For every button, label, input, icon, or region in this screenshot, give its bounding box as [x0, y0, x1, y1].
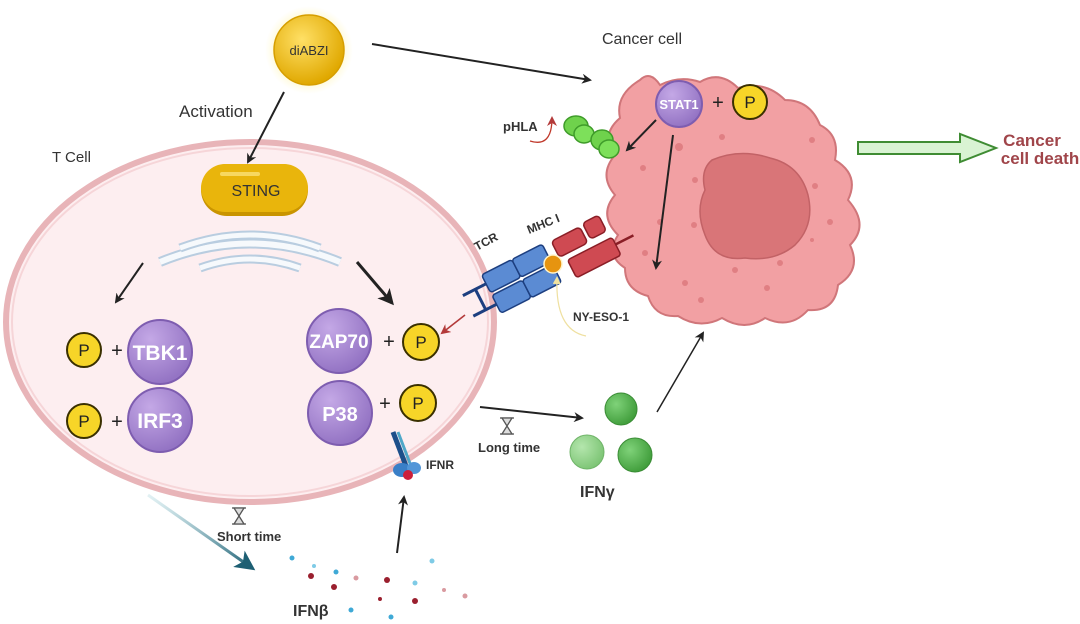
- phosphate-icon: [732, 84, 768, 120]
- tcr-to-zap70-arrow: [440, 314, 466, 335]
- mhc-i-molecule: [551, 215, 635, 278]
- ny-eso-1-pointer: [552, 276, 587, 337]
- ifnr-label: IFNR: [426, 458, 454, 472]
- tbk1-label: TBK1: [133, 342, 188, 365]
- t-cell-label: T Cell: [52, 149, 91, 166]
- tbk1-protein: [127, 319, 193, 385]
- p38-label: P38: [322, 404, 358, 426]
- phosphate-icon: [399, 384, 437, 422]
- tbk1-complex: P + TBK1: [66, 319, 193, 385]
- tcr-receptor: [462, 244, 562, 318]
- activation-label: Activation: [179, 102, 253, 121]
- diabzi-to-cancer-arrow: [371, 43, 592, 84]
- golgi-icon: [158, 230, 342, 273]
- phosphate-icon: [66, 403, 102, 439]
- phla-molecule: [563, 115, 620, 159]
- phosphate-label: P: [744, 93, 755, 112]
- irf3-complex: P + IRF3: [66, 387, 193, 453]
- phla-label: pHLA: [503, 119, 538, 134]
- ifn-beta-label: IFNβ: [293, 603, 329, 620]
- plus-sign: +: [111, 340, 123, 362]
- irf3-protein: [127, 387, 193, 453]
- stat1-to-mhc-arrow: [652, 134, 674, 270]
- plus-sign: +: [111, 411, 123, 433]
- stat1-to-phla-arrow: [625, 119, 657, 152]
- ifnr-receptor: [390, 431, 421, 480]
- ny-eso-1-label: NY-ESO-1: [573, 310, 629, 324]
- long-time-label: Long time: [478, 440, 540, 455]
- ny-eso-1-peptide: [543, 254, 563, 274]
- tcr-label: TCR: [472, 230, 501, 254]
- phosphate-label: P: [78, 412, 89, 431]
- phosphate-label: P: [415, 333, 426, 352]
- zap70-protein: [306, 308, 372, 374]
- sting-protein: STING: [201, 164, 308, 216]
- hourglass-icon: [232, 507, 246, 525]
- short-time-arrow: [147, 493, 256, 571]
- diabzi-label: diABZI: [289, 43, 328, 58]
- plus-sign: +: [379, 393, 391, 415]
- diabzi-molecule: diABZI: [265, 6, 353, 94]
- golgi-to-zap70-arrow: [355, 261, 394, 306]
- p38-complex: P38 + P: [307, 380, 437, 446]
- sting-label: STING: [232, 183, 281, 200]
- death-arrow: [857, 132, 999, 164]
- phosphate-icon: [402, 323, 440, 361]
- stat1-protein: [655, 80, 703, 128]
- activation-arrow: [247, 91, 285, 164]
- phla-upregulation-arrow: [529, 116, 557, 143]
- phosphate-label: P: [78, 341, 89, 360]
- cancer-cell: [605, 75, 861, 326]
- ifn-gamma-to-cancer-arrow: [656, 331, 705, 413]
- hourglass-icon: [500, 417, 514, 435]
- golgi-to-tbk1-arrow: [114, 262, 144, 304]
- cancer-death-label-line1: Cancer: [1003, 131, 1061, 150]
- irf3-label: IRF3: [137, 410, 183, 433]
- phosphate-icon: [66, 332, 102, 368]
- mhc-i-label: MHC I: [525, 211, 562, 237]
- cancer-nucleus: [699, 152, 811, 260]
- phosphate-label: P: [412, 394, 423, 413]
- zap70-label: ZAP70: [309, 332, 368, 353]
- cancer-granules: [640, 99, 833, 303]
- cancer-death-label-line2: cell death: [1001, 149, 1079, 168]
- short-time-label: Short time: [217, 529, 281, 544]
- ifn-beta-molecules: [289, 555, 468, 620]
- ifn-gamma-molecules: [569, 392, 653, 473]
- stat1-label: STAT1: [659, 97, 698, 112]
- zap70-complex: ZAP70 + P: [306, 308, 440, 374]
- ifn-gamma-label: IFNγ: [580, 484, 615, 501]
- long-time-arrow: [479, 406, 584, 423]
- plus-sign: +: [712, 92, 724, 114]
- plus-sign: +: [383, 331, 395, 353]
- ifn-beta-to-ifnr-arrow: [396, 495, 408, 554]
- cancer-cell-label: Cancer cell: [602, 31, 682, 48]
- p38-protein: [307, 380, 373, 446]
